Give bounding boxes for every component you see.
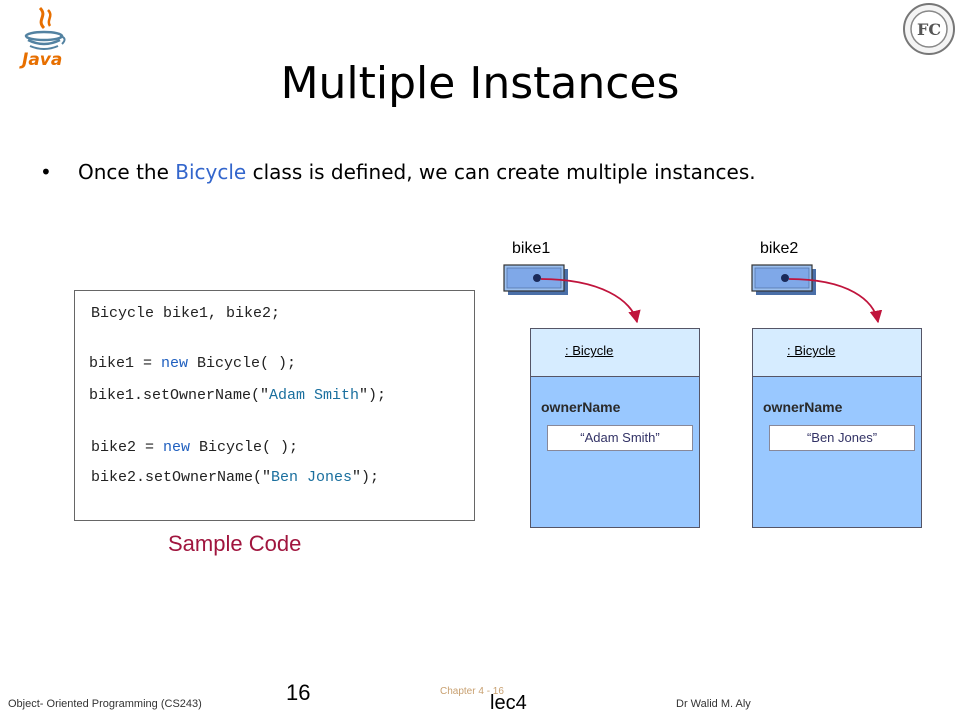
code-sample-box: Bicycle bike1, bike2; bike1 = new Bicycl… [74,290,475,521]
bullet-dot-icon: • [40,160,52,184]
bullet-keyword: Bicycle [175,160,247,184]
footer-course: Object- Oriented Programming (CS243) [8,698,202,710]
code-line-5: bike2.setOwnerName("Ben Jones"); [91,469,380,486]
java-logo-icon [24,6,66,50]
code-line-3: bike1.setOwnerName("Adam Smith"); [89,387,387,404]
object-type-label: : Bicycle [565,343,614,358]
code-line-1: Bicycle bike1, bike2; [91,305,281,322]
field-name-label: ownerName [541,399,621,415]
ref-label-bike1: bike1 [512,240,551,257]
object-header: : Bicycle [753,329,921,377]
ref-label-bike2: bike2 [760,240,799,257]
java-logo-text: Java [22,50,63,70]
ref-variable-box-bike1 [503,264,568,295]
seal-text: FC [917,20,941,39]
object-card-bike2: : Bicycle ownerName “Ben Jones” [752,328,922,528]
object-header: : Bicycle [531,329,699,377]
object-type-label: : Bicycle [787,343,836,358]
footer-author: Dr Walid M. Aly [676,698,751,710]
footer-chapter: Chapter 4 - 16 [440,686,504,697]
code-line-4: bike2 = new Bicycle( ); [91,439,299,456]
code-caption: Sample Code [168,531,302,556]
ref-variable-box-bike2 [751,264,816,295]
university-seal-icon: FC [903,3,955,55]
object-card-bike1: : Bicycle ownerName “Adam Smith” [530,328,700,528]
bullet-text: Once the Bicycle class is defined, we ca… [78,160,756,184]
field-value-box: “Adam Smith” [547,425,693,451]
field-value-box: “Ben Jones” [769,425,915,451]
code-line-2: bike1 = new Bicycle( ); [89,355,297,372]
field-name-label: ownerName [763,399,843,415]
footer-lecture: lec4 [490,692,527,714]
footer-page-number: 16 [286,680,311,705]
slide-title: Multiple Instances [280,58,680,109]
